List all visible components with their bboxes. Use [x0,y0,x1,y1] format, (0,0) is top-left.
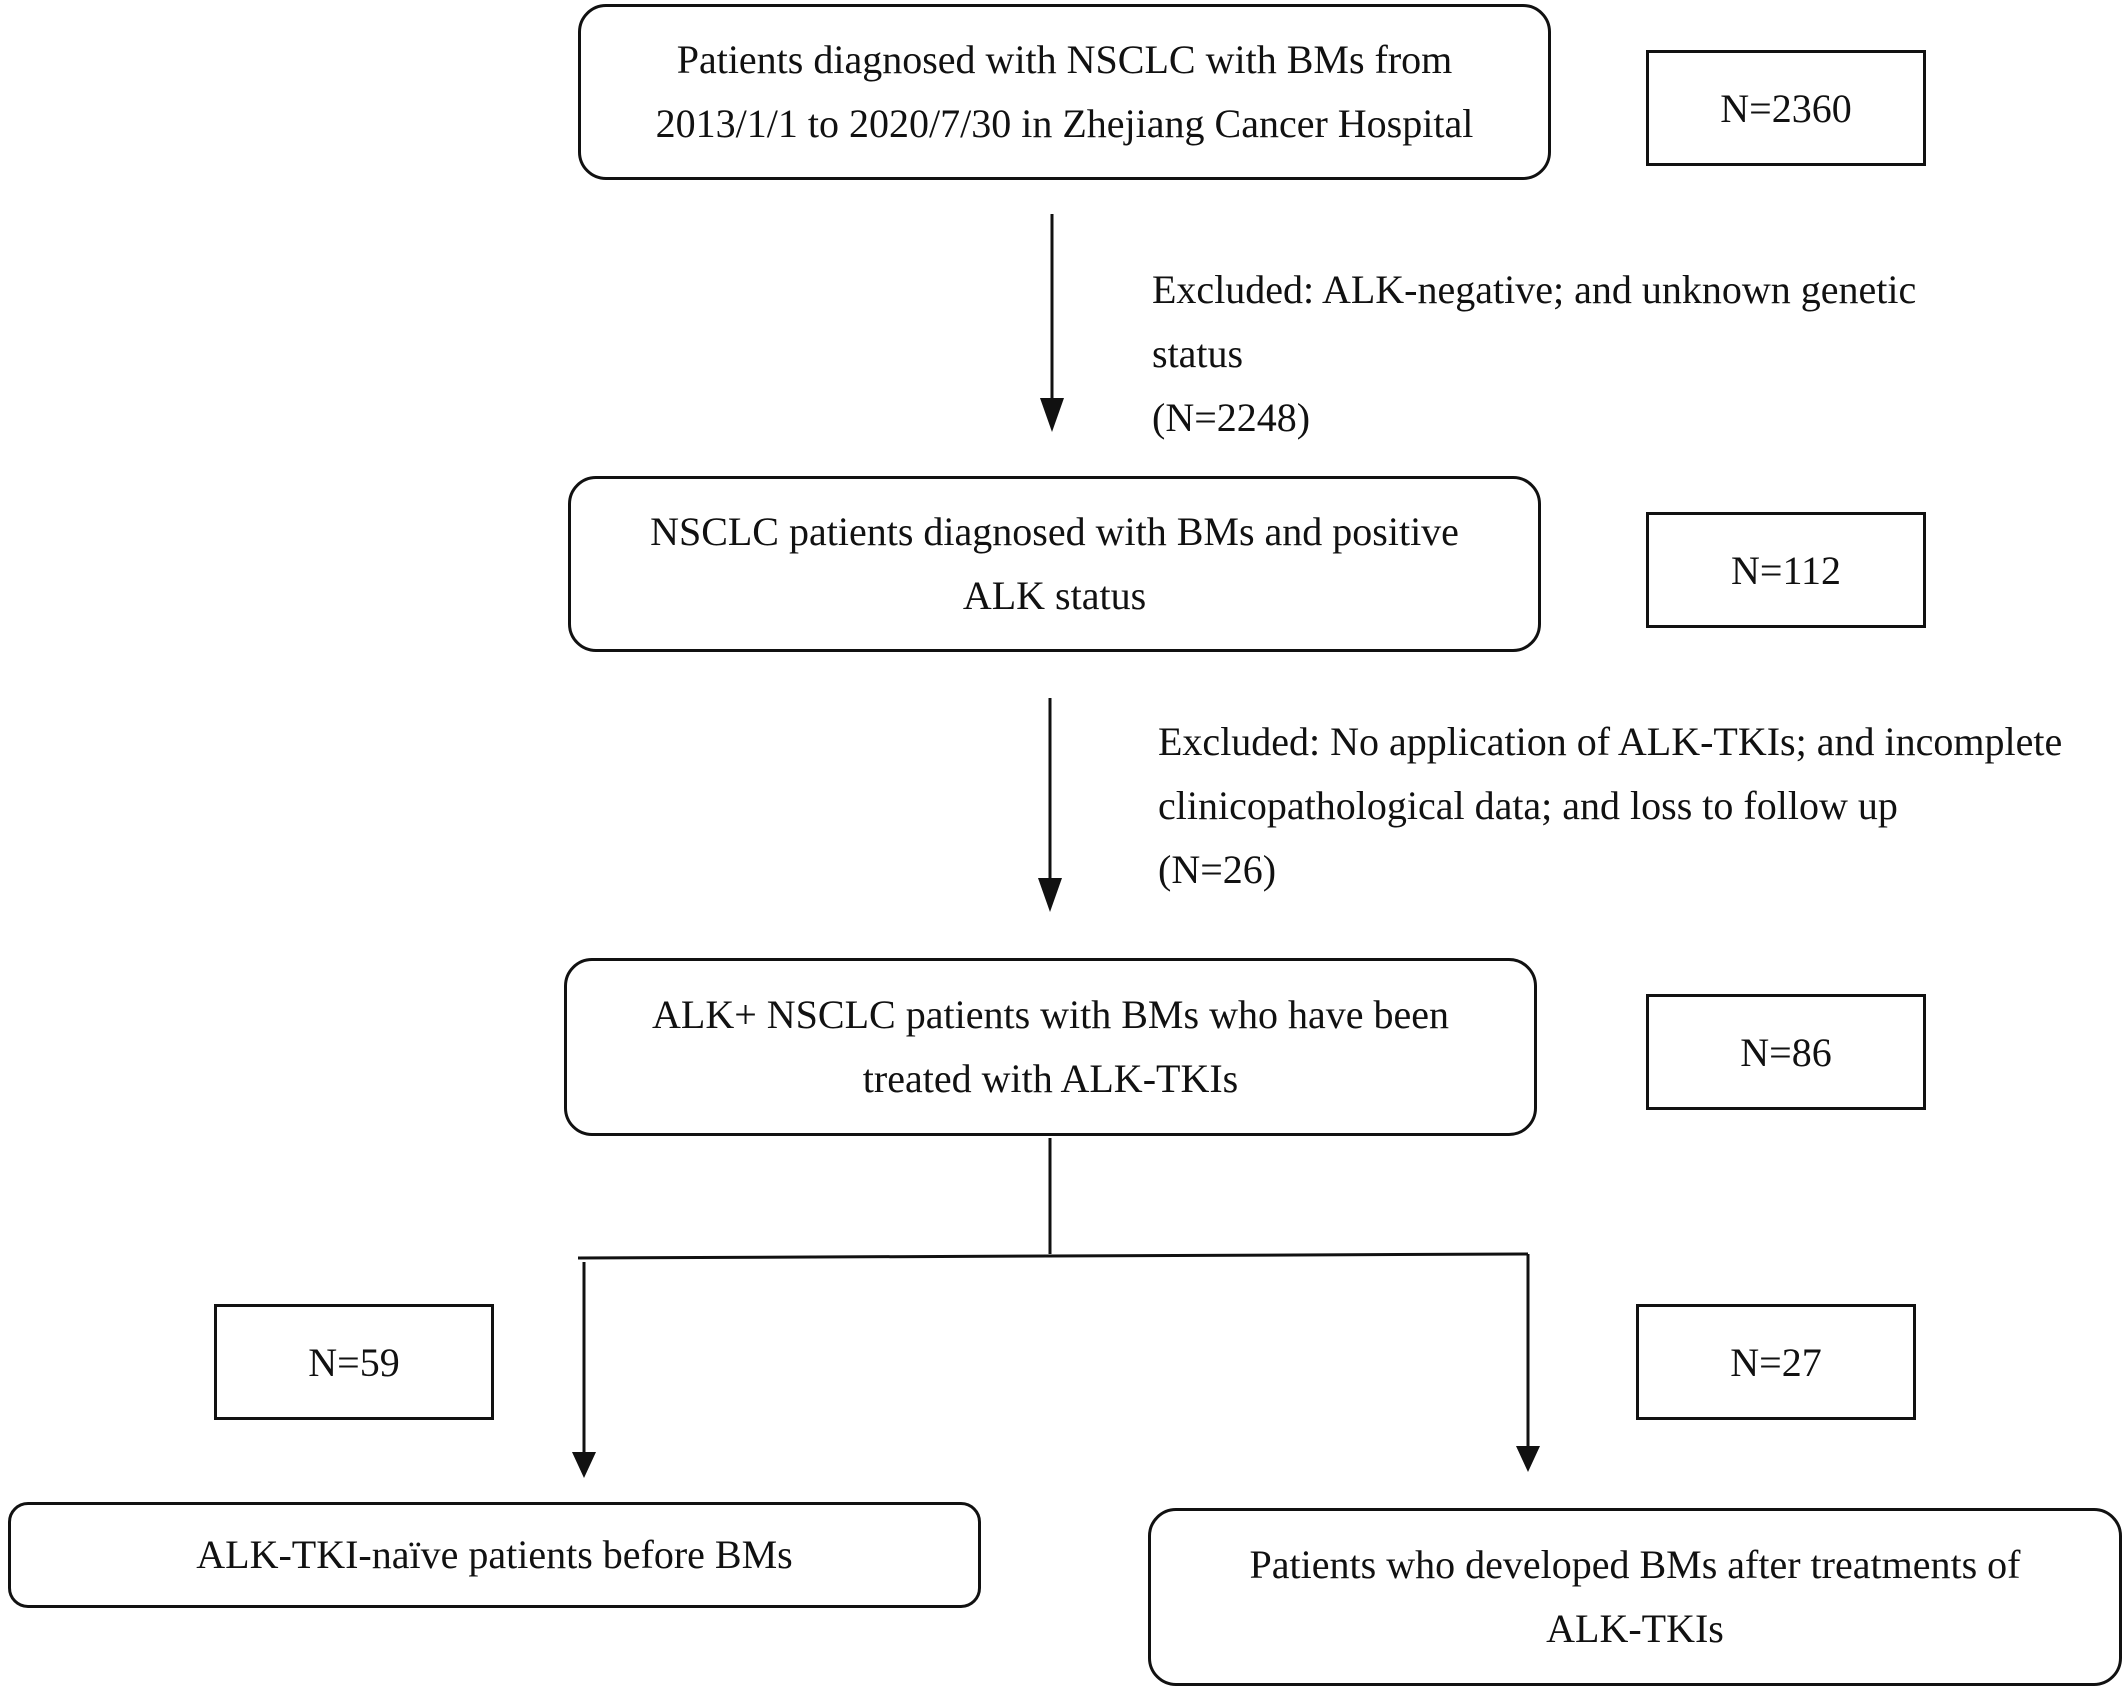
count-naive-label: N=59 [308,1339,400,1385]
node-alk-positive: NSCLC patients diagnosed with BMs and po… [568,476,1541,652]
node-treated-line2: treated with ALK-TKIs [862,1056,1239,1101]
node-all-patients: Patients diagnosed with NSCLC with BMs f… [578,4,1551,180]
node-naive: ALK-TKI-naïve patients before BMs [8,1502,981,1608]
exclusion-2-line3: (N=26) [1158,847,1277,892]
exclusion-note-2: Excluded: No application of ALK-TKIs; an… [1158,710,2062,902]
exclusion-2-line2: clinicopathological data; and loss to fo… [1158,783,1898,828]
node-alk-positive-line2: ALK status [962,573,1147,618]
count-all-patients-label: N=2360 [1720,85,1852,131]
count-all-patients: N=2360 [1646,50,1926,166]
count-alk-positive: N=112 [1646,512,1926,628]
count-developed: N=27 [1636,1304,1916,1420]
exclusion-note-1: Excluded: ALK-negative; and unknown gene… [1152,258,1916,450]
node-naive-line1: ALK-TKI-naïve patients before BMs [196,1532,793,1577]
count-naive: N=59 [214,1304,494,1420]
node-all-patients-line2: 2013/1/1 to 2020/7/30 in Zhejiang Cancer… [655,101,1474,146]
node-alk-positive-line1: NSCLC patients diagnosed with BMs and po… [650,509,1459,554]
exclusion-2-line1: Excluded: No application of ALK-TKIs; an… [1158,719,2063,764]
node-developed: Patients who developed BMs after treatme… [1148,1508,2122,1686]
count-treated-label: N=86 [1740,1029,1832,1075]
count-treated: N=86 [1646,994,1926,1110]
arrow-left-head [572,1452,596,1478]
arrow-right-head [1516,1446,1540,1472]
arrow-1-head [1040,398,1064,432]
node-developed-line1: Patients who developed BMs after treatme… [1249,1542,2021,1587]
count-developed-label: N=27 [1730,1339,1822,1385]
node-all-patients-line1: Patients diagnosed with NSCLC with BMs f… [676,37,1453,82]
count-alk-positive-label: N=112 [1731,547,1841,593]
exclusion-1-line1: Excluded: ALK-negative; and unknown gene… [1152,267,1917,312]
arrow-2-head [1038,878,1062,912]
exclusion-1-line3: (N=2248) [1152,395,1311,440]
node-treated: ALK+ NSCLC patients with BMs who have be… [564,958,1537,1136]
split-bar [577,1252,1529,1260]
node-treated-line1: ALK+ NSCLC patients with BMs who have be… [652,992,1449,1037]
exclusion-1-line2: status [1152,331,1244,376]
node-developed-line2: ALK-TKIs [1546,1606,1724,1651]
